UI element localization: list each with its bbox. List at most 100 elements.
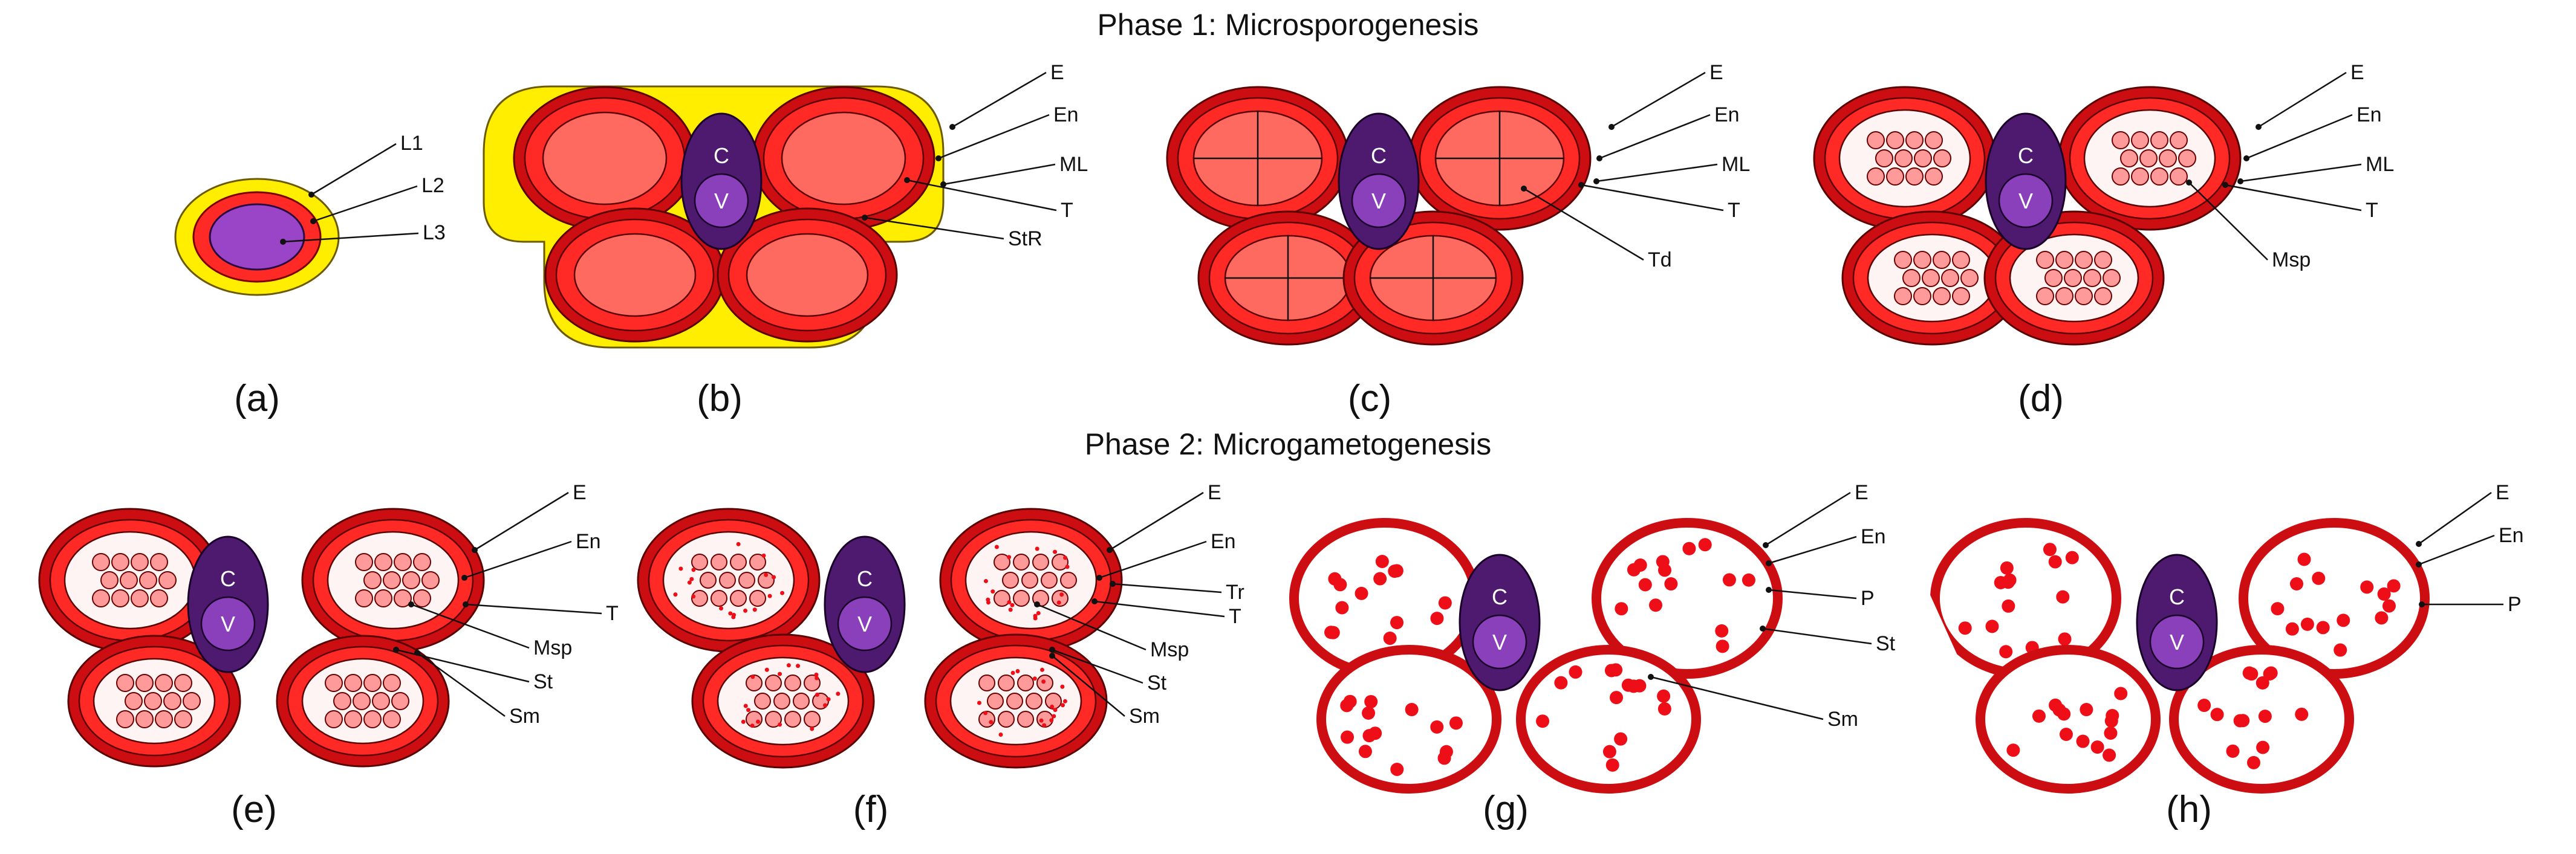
callout-tr: Tr	[1110, 581, 1244, 604]
panel-label-c: (c)	[1348, 378, 1391, 419]
tryphine-dot	[796, 664, 801, 668]
microspore	[125, 692, 143, 710]
vascular-bundle	[694, 173, 749, 228]
connective-label: C	[2169, 584, 2185, 609]
connective-label: C	[1492, 584, 1508, 609]
microspore	[111, 589, 129, 607]
callout-en: En	[2416, 524, 2524, 568]
microspore	[2178, 149, 2196, 167]
pollen-grain	[2043, 543, 2057, 557]
microspore	[100, 571, 119, 589]
pollen-grain	[1602, 745, 1616, 759]
microspore	[383, 571, 401, 589]
microspore	[135, 710, 154, 728]
leader-dot	[463, 601, 469, 607]
microspore	[413, 589, 431, 607]
tryphine-dot	[772, 575, 776, 580]
callout-st: St	[1760, 626, 1896, 655]
microspore	[2083, 269, 2101, 287]
callout-label: En	[1861, 525, 1886, 548]
svg-text:L1: L1	[400, 132, 423, 155]
panel-label-h: (h)	[2166, 789, 2212, 830]
tryphine-dot	[1053, 549, 1058, 554]
tryphine-dot	[990, 589, 995, 594]
callout-label: En	[576, 530, 601, 553]
tryphine-dot	[736, 542, 741, 546]
tryphine-dot	[767, 594, 772, 598]
callout-label: ML	[1059, 153, 1088, 176]
microspore	[120, 571, 138, 589]
microspore	[116, 710, 134, 728]
leader-dot	[461, 575, 467, 581]
tryphine-dot	[1041, 679, 1046, 684]
pollen-grain	[1722, 573, 1736, 587]
pollen-grain	[1664, 577, 1678, 591]
leader-dot	[1648, 674, 1654, 680]
leader-line	[906, 179, 1057, 212]
pollen-grain	[2312, 571, 2326, 585]
microspore	[116, 674, 134, 692]
pollen-grain	[2003, 573, 2017, 587]
microspore	[1052, 590, 1068, 607]
pollen-grain	[1638, 578, 1652, 592]
tryphine-dot	[986, 597, 990, 602]
phase2-title: Phase 2: Microgametogenesis	[1085, 427, 1492, 461]
leader-dot	[2256, 124, 2262, 130]
callout-label: St	[533, 670, 553, 693]
microspore	[1886, 131, 1904, 149]
leader-dot	[2186, 180, 2192, 186]
microspore	[413, 553, 431, 571]
leader-dot	[1049, 647, 1055, 653]
microspore	[1002, 572, 1019, 589]
leader-dot	[2416, 561, 2422, 568]
microspore	[1026, 693, 1042, 710]
sporogenous-tissue	[746, 233, 869, 317]
microspore	[1913, 287, 1931, 305]
microspore	[131, 589, 149, 607]
callout-en: En	[1096, 530, 1236, 581]
microspore	[1060, 572, 1077, 589]
microspore	[2036, 287, 2054, 305]
callout-sm: Sm	[1648, 674, 1858, 731]
vascular-label: V	[857, 612, 872, 636]
pollen-sac	[1316, 645, 1501, 794]
callout-label: T	[1061, 199, 1073, 222]
microspore	[391, 692, 409, 710]
microspore	[2094, 251, 2112, 269]
tryphine-dot	[1056, 600, 1061, 605]
callout-label: E	[573, 481, 587, 504]
leader-dot	[408, 601, 414, 607]
open-gap	[1899, 592, 1971, 686]
microspore	[111, 553, 129, 571]
microspore	[2150, 131, 2168, 149]
callout-en: En	[1596, 103, 1740, 161]
vascular-label: V	[714, 189, 729, 213]
microspore	[355, 589, 373, 607]
microspore	[174, 710, 192, 728]
pollen-grain	[2049, 698, 2063, 712]
pollen-grain	[1657, 702, 1671, 716]
tryphine-dot	[750, 674, 755, 679]
pollen-grain	[1698, 538, 1712, 552]
microspore	[758, 572, 775, 589]
callout-msp: Msp	[1034, 601, 1189, 661]
l3-layer	[209, 203, 305, 271]
leader-dot	[935, 155, 942, 161]
vascular-bundle	[1351, 173, 1407, 228]
pollen-grain	[1373, 572, 1387, 586]
tryphine-dot	[1059, 592, 1064, 597]
callout-label: St	[1876, 632, 1896, 655]
connective-label: C	[714, 143, 729, 168]
microspore	[2036, 251, 2054, 269]
microspore	[2055, 251, 2073, 269]
pollen-grain	[1364, 694, 1378, 708]
pollen-grain	[2006, 743, 2020, 757]
microspore	[333, 692, 351, 710]
pollen-grain	[1633, 558, 1647, 572]
pollen-grain	[1335, 601, 1349, 615]
vascular-label: V	[1371, 189, 1386, 213]
callout-e: E	[1763, 481, 1869, 548]
callout-e: E	[1608, 61, 1723, 130]
